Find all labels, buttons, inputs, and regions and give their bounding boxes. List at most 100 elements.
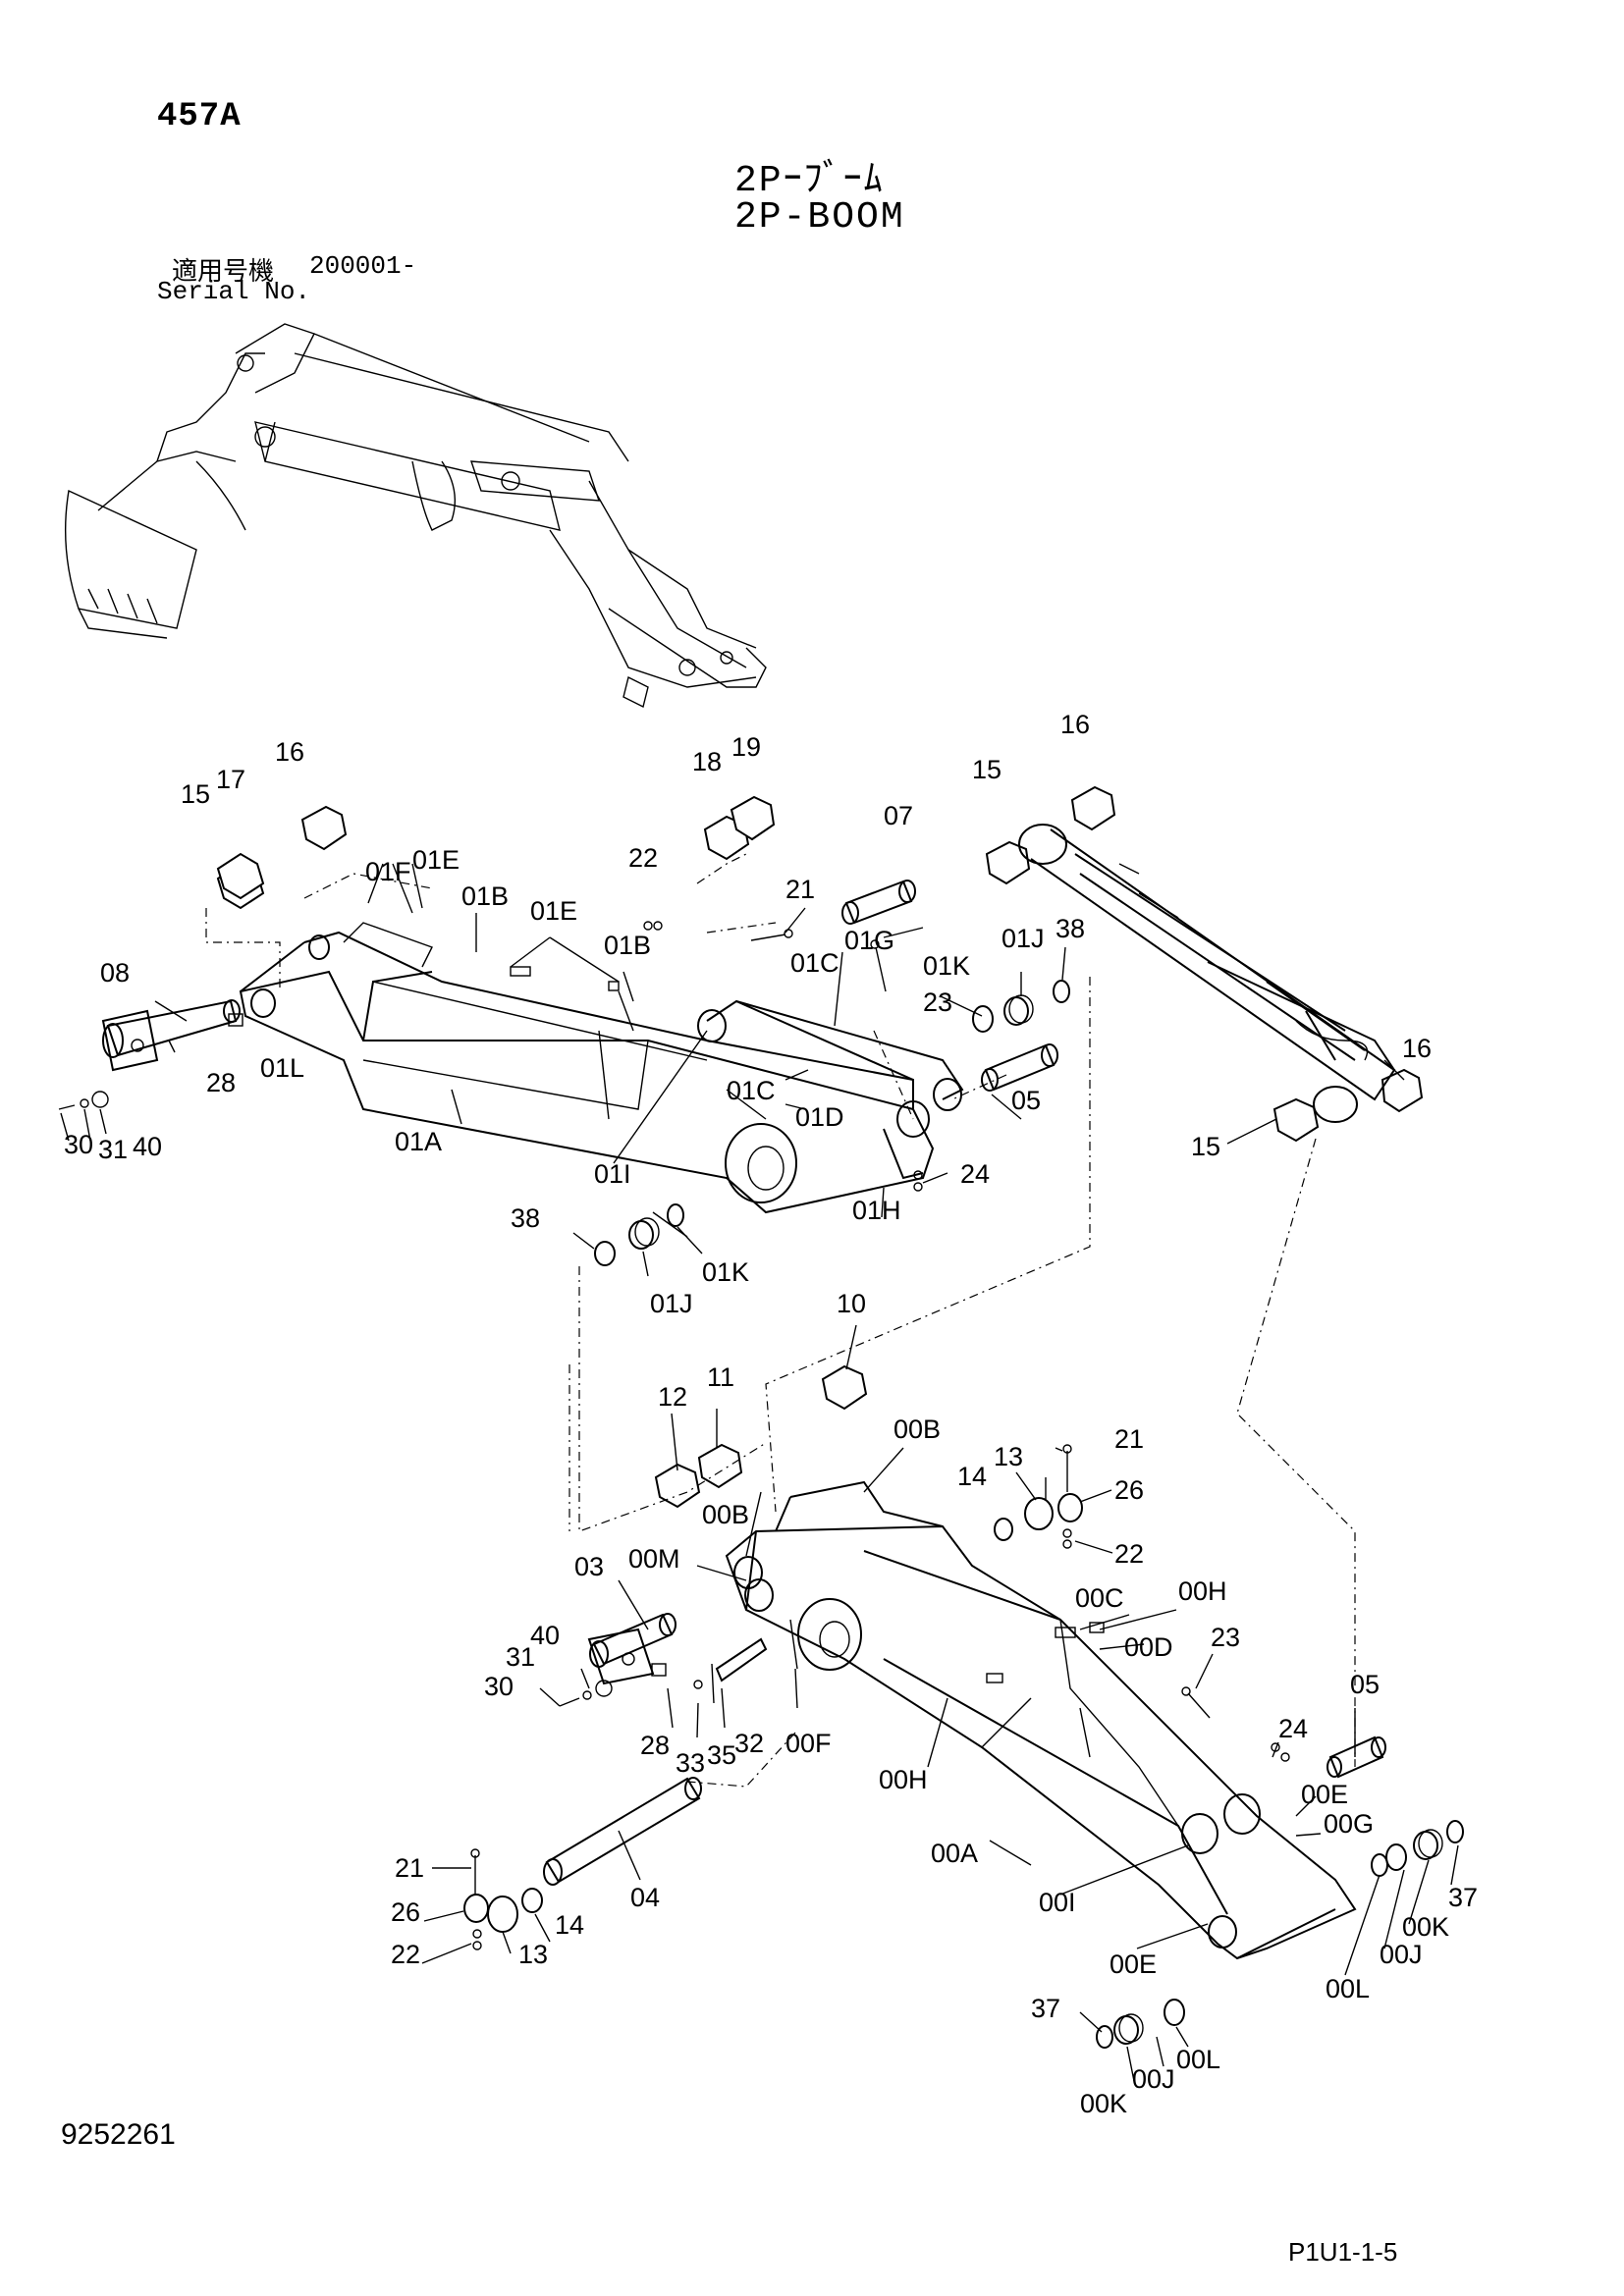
callout-16-right: 16 xyxy=(1402,1034,1432,1063)
callout-05-lower: 05 xyxy=(1350,1670,1380,1699)
front-attachment-overview xyxy=(64,323,767,709)
callout-21-upper: 21 xyxy=(785,875,815,904)
callout-23-upper: 23 xyxy=(923,988,952,1017)
callout-11: 11 xyxy=(707,1362,734,1392)
callout-08: 08 xyxy=(100,958,130,988)
callout-04: 04 xyxy=(630,1883,660,1912)
callout-15-right: 15 xyxy=(1191,1132,1220,1161)
callout-01F: 01F xyxy=(365,857,411,886)
serial-label-english: Serial No. xyxy=(157,277,311,306)
callout-00M: 00M xyxy=(628,1544,680,1574)
callout-23-lower: 23 xyxy=(1211,1623,1240,1652)
callout-01A: 01A xyxy=(395,1127,442,1156)
callout-01I: 01I xyxy=(594,1159,631,1189)
arm-cylinder xyxy=(1018,824,1396,1123)
callout-07: 07 xyxy=(884,801,913,830)
callout-01J-upper: 01J xyxy=(1001,924,1045,953)
callout-35: 35 xyxy=(707,1740,736,1770)
callout-19: 19 xyxy=(731,732,761,762)
callout-22-lower: 22 xyxy=(391,1940,420,1969)
callout-10: 10 xyxy=(837,1289,866,1318)
serial-label-japanese: 適用号機 xyxy=(172,258,275,288)
callout-28-upper: 28 xyxy=(206,1068,236,1097)
callout-16-upper-left: 16 xyxy=(275,737,304,767)
assembly-lines xyxy=(205,853,1356,1788)
callout-00C: 00C xyxy=(1075,1583,1124,1613)
callout-01D: 01D xyxy=(795,1102,844,1132)
title-english: 2P-BOOM xyxy=(734,196,905,239)
callout-00J-lower: 00J xyxy=(1132,2064,1175,2094)
callout-00D: 00D xyxy=(1124,1632,1173,1662)
callout-31-upper: 31 xyxy=(98,1135,128,1164)
callout-01L: 01L xyxy=(260,1053,304,1083)
callout-33: 33 xyxy=(676,1748,705,1778)
callout-01K-lower: 01K xyxy=(702,1257,749,1287)
leader-lines xyxy=(60,863,1459,2082)
callout-00H-lower: 00H xyxy=(879,1765,928,1794)
callout-14-upper: 14 xyxy=(957,1462,987,1491)
callout-21-middle: 21 xyxy=(1114,1424,1144,1454)
callout-22-upper: 22 xyxy=(628,843,658,873)
title-japanese: 2Pｰﾌﾞｰﾑ xyxy=(734,160,885,202)
callout-13-upper: 13 xyxy=(994,1442,1023,1471)
callout-00J-right: 00J xyxy=(1380,1940,1423,1969)
callout-16-upper-right: 16 xyxy=(1060,710,1090,739)
callout-38-lower: 38 xyxy=(511,1203,540,1233)
callout-24-upper: 24 xyxy=(960,1159,990,1189)
callout-labels: 15 17 16 18 19 16 15 07 01F 01E 01B 01E … xyxy=(64,710,1478,2118)
callout-13-lower: 13 xyxy=(518,1940,548,1969)
lower-boom-hardware xyxy=(463,1364,1464,2049)
upper-boom-hardware xyxy=(58,785,1424,1266)
callout-01C-upper: 01C xyxy=(790,948,839,978)
callout-30-lower: 30 xyxy=(484,1672,514,1701)
callout-14-lower: 14 xyxy=(555,1910,584,1940)
lower-boom-00A xyxy=(725,1480,1357,1960)
callout-17: 17 xyxy=(216,765,245,794)
callout-22-middle: 22 xyxy=(1114,1539,1144,1569)
callout-00L-right: 00L xyxy=(1326,1974,1370,2003)
callout-15-upper-left: 15 xyxy=(181,779,210,809)
callout-18: 18 xyxy=(692,747,722,776)
upper-boom-01A xyxy=(239,922,964,1214)
callout-00K-lower: 00K xyxy=(1080,2089,1127,2118)
callout-00F: 00F xyxy=(785,1729,832,1758)
document-number: 9252261 xyxy=(61,2118,176,2151)
callout-00I: 00I xyxy=(1039,1888,1076,1917)
callout-01K-upper: 01K xyxy=(923,951,970,981)
callout-24-lower: 24 xyxy=(1278,1714,1308,1743)
callout-00L-lower: 00L xyxy=(1176,2045,1220,2074)
callout-00G: 00G xyxy=(1324,1809,1374,1839)
callout-30-upper: 30 xyxy=(64,1130,93,1159)
callout-01H: 01H xyxy=(852,1196,901,1225)
callout-21-lower: 21 xyxy=(395,1853,424,1883)
callout-00B-upper: 00B xyxy=(893,1415,941,1444)
callout-00K-right: 00K xyxy=(1402,1912,1449,1942)
callout-31-lower: 31 xyxy=(506,1642,535,1672)
callout-05-upper: 05 xyxy=(1011,1086,1041,1115)
callout-15-upper-right: 15 xyxy=(972,755,1001,784)
callout-00B-lower: 00B xyxy=(702,1500,749,1529)
page-reference: P1U1-1-5 xyxy=(1288,2237,1398,2267)
callout-01B-upper: 01B xyxy=(461,881,509,911)
callout-00H-upper: 00H xyxy=(1178,1576,1227,1606)
callout-28-lower: 28 xyxy=(640,1731,670,1760)
serial-range: 200001- xyxy=(309,251,417,281)
callout-01B-lower: 01B xyxy=(604,931,651,960)
callout-40-lower: 40 xyxy=(530,1621,560,1650)
callout-00E-upper: 00E xyxy=(1301,1780,1348,1809)
callout-00A: 00A xyxy=(931,1839,978,1868)
callout-32: 32 xyxy=(734,1729,764,1758)
callout-03: 03 xyxy=(574,1552,604,1581)
callout-26-lower: 26 xyxy=(391,1897,420,1927)
page-number: 457A xyxy=(157,98,242,135)
callout-01J-lower: 01J xyxy=(650,1289,693,1318)
callout-37-right: 37 xyxy=(1448,1883,1478,1912)
callout-37-lower: 37 xyxy=(1031,1994,1060,2023)
callout-26-upper: 26 xyxy=(1114,1475,1144,1505)
callout-40-upper: 40 xyxy=(133,1132,162,1161)
callout-38-upper: 38 xyxy=(1056,914,1085,943)
callout-01C-lower: 01C xyxy=(727,1076,776,1105)
callout-01G: 01G xyxy=(844,926,894,955)
callout-01E-right: 01E xyxy=(530,896,577,926)
